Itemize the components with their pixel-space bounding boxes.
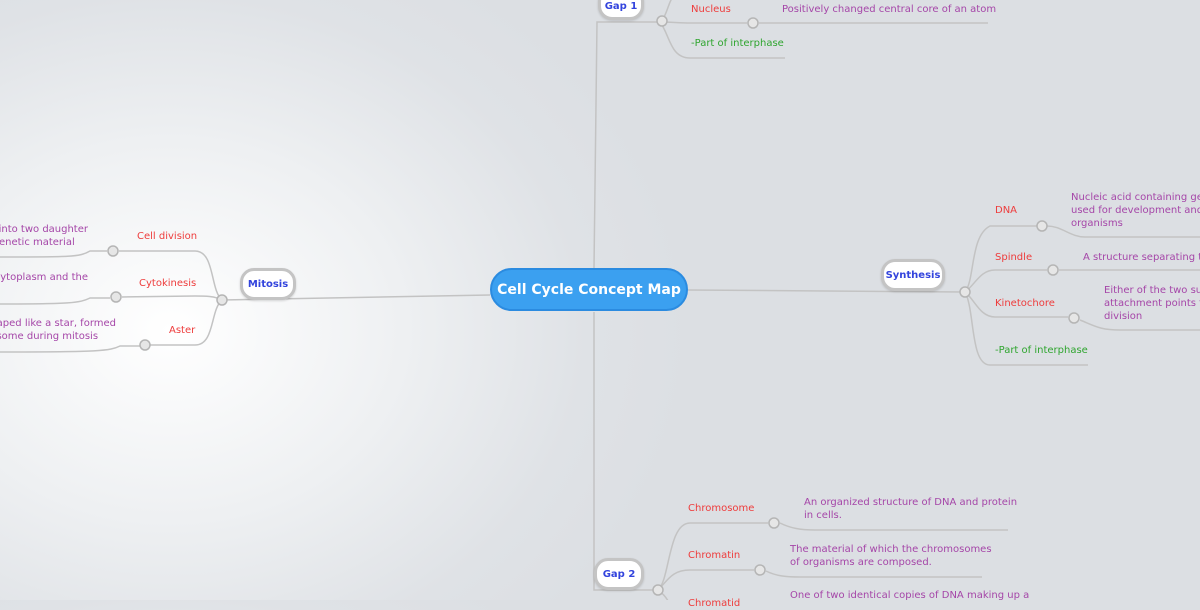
desc-cell-division: l into two daughter genetic material — [0, 224, 88, 248]
central-topic[interactable]: Cell Cycle Concept Map — [490, 268, 688, 311]
desc-kinetochore: Either of the two sub attachment points … — [1104, 285, 1200, 322]
topic-cytokinesis[interactable]: Cytokinesis — [139, 278, 197, 289]
topic-chromatin[interactable]: Chromatin — [688, 550, 741, 561]
topic-cell-division[interactable]: Cell division — [137, 231, 198, 242]
gap2-node[interactable]: Gap 2 — [594, 558, 644, 590]
desc-chromatin: The material of which the chromosomes of… — [790, 544, 992, 568]
topic-chromosome[interactable]: Chromosome — [688, 503, 755, 514]
desc-dna: Nucleic acid containing gen used for dev… — [1071, 192, 1200, 229]
gap1-node[interactable]: Gap 1 — [598, 0, 644, 20]
desc-nucleus: Positively changed central core of an at… — [782, 4, 997, 15]
mitosis-node[interactable]: Mitosis — [240, 268, 296, 300]
topic-kinetochore[interactable]: Kinetochore — [995, 298, 1055, 309]
topic-spindle[interactable]: Spindle — [995, 252, 1033, 263]
desc-cytokinesis: cytoplasm and the — [0, 272, 88, 283]
topic-nucleus[interactable]: Nucleus — [691, 4, 731, 15]
note-synthesis-interphase[interactable]: -Part of interphase — [995, 345, 1088, 356]
mitosis-label: Mitosis — [247, 278, 289, 290]
synthesis-label: Synthesis — [885, 269, 941, 281]
central-topic-label: Cell Cycle Concept Map — [497, 281, 681, 298]
desc-aster: haped like a star, formed osome during m… — [0, 318, 116, 342]
desc-chromosome: An organized structure of DNA and protei… — [804, 497, 1018, 521]
desc-spindle: A structure separating the — [1083, 252, 1200, 263]
note-gap1-interphase[interactable]: -Part of interphase — [691, 38, 784, 49]
synthesis-node[interactable]: Synthesis — [881, 259, 945, 291]
topic-chromatid[interactable]: Chromatid — [688, 598, 741, 609]
desc-chromatid: One of two identical copies of DNA makin… — [790, 590, 1030, 601]
mitosis-junction — [216, 294, 228, 306]
topic-aster[interactable]: Aster — [169, 325, 196, 336]
gap1-label: Gap 1 — [604, 0, 638, 12]
gap2-label: Gap 2 — [602, 568, 636, 580]
topic-dna[interactable]: DNA — [995, 205, 1018, 216]
